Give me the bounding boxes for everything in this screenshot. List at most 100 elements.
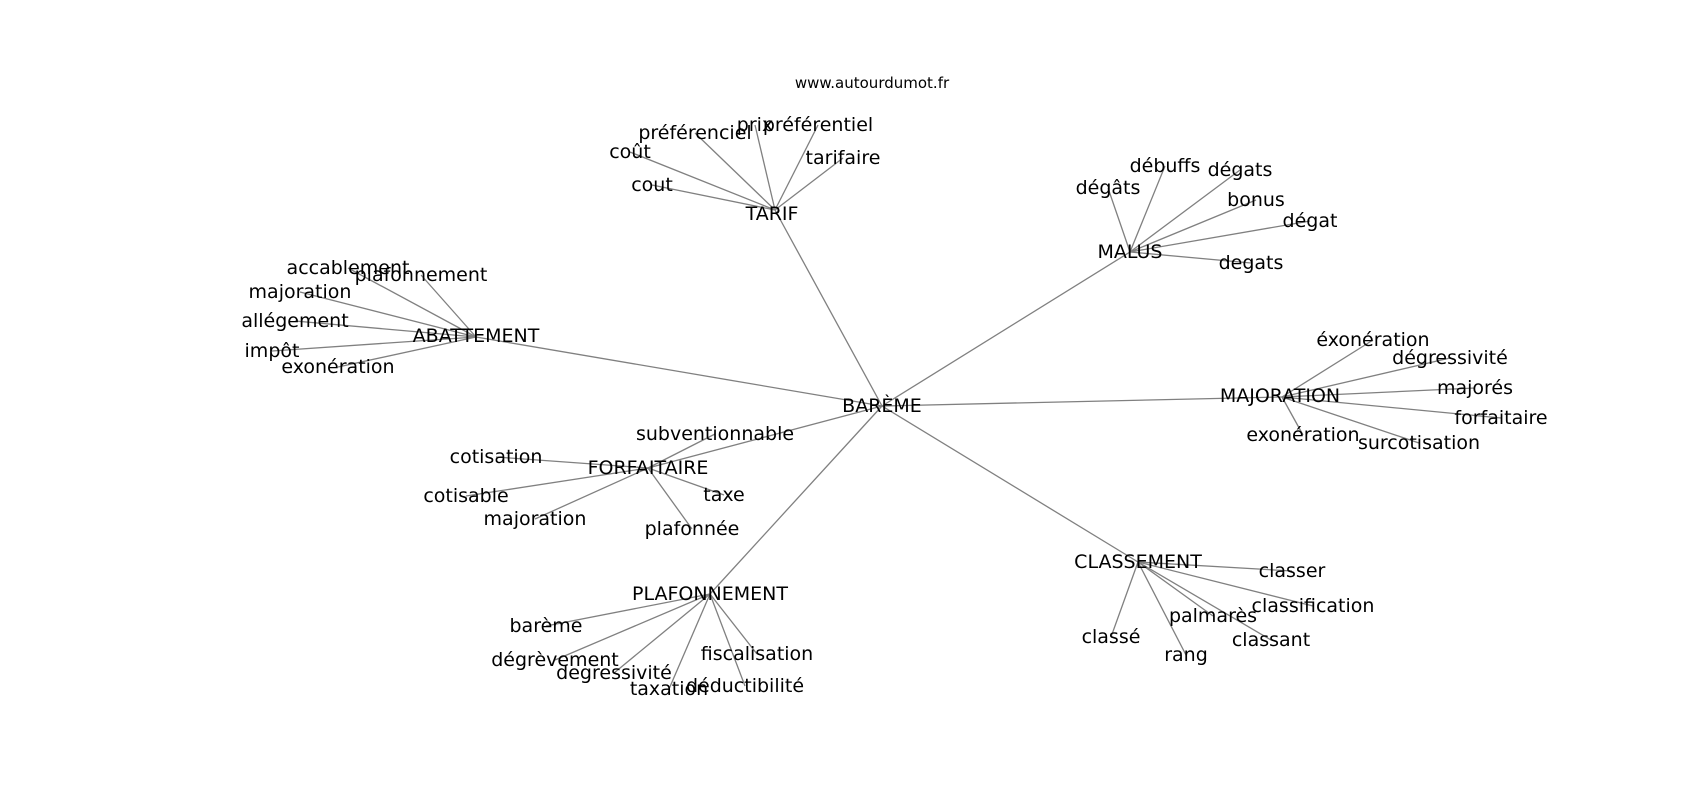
edge-forfaitaire-word-5 xyxy=(647,467,693,530)
word-node-abattement-2: majoration xyxy=(249,281,352,303)
word-node-abattement-5: exonération xyxy=(281,356,394,378)
edge-center-tarif xyxy=(774,209,883,407)
edge-plafonnement-word-0 xyxy=(545,593,711,627)
edge-malus-word-1 xyxy=(1129,169,1241,253)
edge-center-plafonnement xyxy=(709,405,883,595)
edge-abattement-word-5 xyxy=(337,336,477,368)
word-node-malus-2: dégâts xyxy=(1076,177,1141,199)
edges xyxy=(271,124,1502,690)
word-node-classement-1: classification xyxy=(1252,595,1375,617)
edge-majoration-word-3 xyxy=(1281,396,1502,419)
hub-node-forfaitaire: FORFAITAIRE xyxy=(588,457,709,479)
word-node-abattement-4: impôt xyxy=(245,340,300,362)
word-node-tarif-0: préférenciel xyxy=(638,122,751,144)
edge-classement-word-0 xyxy=(1137,561,1293,572)
hub-node-malus: MALUS xyxy=(1098,241,1163,263)
edge-malus-word-3 xyxy=(1129,199,1257,253)
edge-forfaitaire-word-3 xyxy=(647,467,725,496)
edge-classement-word-2 xyxy=(1137,561,1214,617)
word-node-plafonnement-4: déductibilité xyxy=(686,675,804,697)
edge-plafonnement-word-5 xyxy=(668,593,711,690)
word-node-abattement-1: plafonnement xyxy=(355,264,488,286)
word-node-plafonnement-2: fiscalisation xyxy=(701,643,813,665)
hub-node-abattement: ABATTEMENT xyxy=(413,325,540,347)
edge-abattement-word-0 xyxy=(347,267,477,338)
word-node-classement-5: rang xyxy=(1164,644,1208,666)
word-node-majoration-1: dégressivité xyxy=(1392,347,1508,369)
edge-plafonnement-word-4 xyxy=(709,593,746,687)
edge-classement-word-1 xyxy=(1137,561,1314,607)
word-node-forfaitaire-4: majoration xyxy=(484,508,587,530)
word-node-forfaitaire-2: cotisable xyxy=(423,485,508,507)
word-node-abattement-0: accablement xyxy=(287,257,410,279)
word-node-majoration-2: majorés xyxy=(1437,377,1513,399)
edge-tarif-word-0 xyxy=(694,132,776,211)
edge-abattement-word-4 xyxy=(271,336,477,352)
edge-majoration-word-5 xyxy=(1281,396,1420,444)
word-node-majoration-3: forfaitaire xyxy=(1454,407,1547,429)
edge-center-majoration xyxy=(881,396,1283,407)
edge-plafonnement-word-2 xyxy=(709,593,758,655)
word-node-plafonnement-3: degressivité xyxy=(556,662,672,684)
edge-malus-word-4 xyxy=(1129,220,1311,253)
edge-classement-word-4 xyxy=(1110,561,1139,638)
word-node-forfaitaire-3: taxe xyxy=(703,484,744,506)
labels: www.autourdumot.fr BARÈME TARIF préférenci… xyxy=(241,74,1547,700)
edge-plafonnement-word-3 xyxy=(613,593,711,674)
edge-center-malus xyxy=(881,251,1131,407)
word-node-abattement-3: allégement xyxy=(241,310,348,332)
edge-majoration-word-4 xyxy=(1281,396,1304,436)
word-node-malus-5: degats xyxy=(1219,252,1284,274)
edge-classement-word-3 xyxy=(1137,561,1272,641)
source-credit: www.autourdumot.fr xyxy=(795,74,950,92)
edge-malus-word-0 xyxy=(1129,165,1166,253)
edge-forfaitaire-word-1 xyxy=(495,456,649,469)
center-node-label: BARÈME xyxy=(842,394,922,417)
word-node-malus-4: dégat xyxy=(1283,210,1338,232)
hub-node-classement: CLASSEMENT xyxy=(1074,551,1202,573)
hub-node-tarif: TARIF xyxy=(745,203,799,225)
edge-tarif-word-1 xyxy=(754,124,776,211)
edge-tarif-word-2 xyxy=(774,124,819,211)
hub-node-plafonnement: PLAFONNEMENT xyxy=(632,583,788,605)
edge-forfaitaire-word-0 xyxy=(647,433,716,469)
edge-malus-word-5 xyxy=(1129,251,1252,264)
word-node-malus-0: débuffs xyxy=(1130,155,1201,177)
edge-forfaitaire-word-2 xyxy=(465,467,649,497)
edge-classement-word-5 xyxy=(1137,561,1187,656)
edge-plafonnement-word-1 xyxy=(554,593,711,661)
word-node-tarif-3: coût xyxy=(609,141,651,163)
edge-center-abattement xyxy=(475,336,883,407)
word-node-classement-0: classer xyxy=(1259,560,1326,582)
edge-abattement-word-3 xyxy=(294,320,477,338)
edge-center-classement xyxy=(881,405,1139,563)
word-node-plafonnement-0: barème xyxy=(510,615,583,637)
edge-tarif-word-5 xyxy=(651,184,776,211)
edge-abattement-word-2 xyxy=(299,291,477,338)
word-node-tarif-5: cout xyxy=(631,174,673,196)
word-node-classement-2: palmarès xyxy=(1169,605,1257,627)
edge-center-forfaitaire xyxy=(647,405,883,469)
word-node-forfaitaire-0: subventionnable xyxy=(636,423,794,445)
word-node-majoration-4: exonération xyxy=(1246,424,1359,446)
edge-abattement-word-1 xyxy=(420,274,477,338)
word-node-classement-3: classant xyxy=(1232,629,1310,651)
word-node-tarif-4: tarifaire xyxy=(806,147,881,169)
hub-node-majoration: MAJORATION xyxy=(1220,385,1340,407)
word-node-majoration-0: éxonération xyxy=(1316,329,1429,351)
word-node-plafonnement-1: dégrèvement xyxy=(491,649,619,671)
edge-tarif-word-4 xyxy=(774,157,844,211)
edge-majoration-word-0 xyxy=(1281,339,1374,398)
edge-majoration-word-2 xyxy=(1281,387,1476,398)
edge-tarif-word-3 xyxy=(629,151,776,211)
word-node-forfaitaire-1: cotisation xyxy=(450,446,543,468)
word-node-forfaitaire-5: plafonnée xyxy=(645,518,740,540)
edge-majoration-word-1 xyxy=(1281,357,1451,398)
word-node-malus-3: bonus xyxy=(1227,189,1285,211)
word-node-classement-4: classé xyxy=(1082,626,1141,648)
word-node-tarif-1: prix xyxy=(737,114,773,136)
word-node-tarif-2: préférentiel xyxy=(763,114,873,136)
edge-malus-word-2 xyxy=(1107,187,1131,253)
word-node-majoration-5: surcotisation xyxy=(1358,432,1480,454)
